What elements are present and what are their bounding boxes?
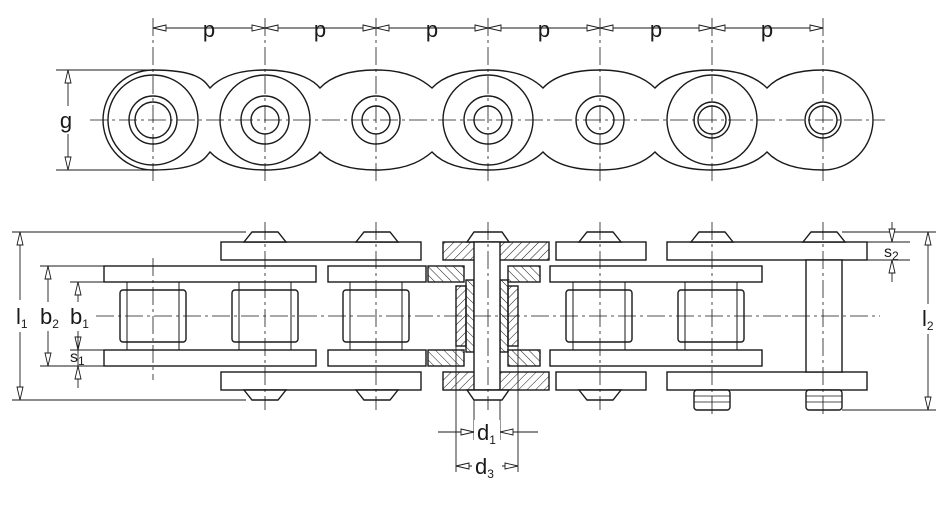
s2-label: s2 bbox=[884, 244, 899, 263]
svg-text:d1: d1 bbox=[477, 420, 496, 447]
l2-label: l2 bbox=[922, 306, 934, 333]
svg-text:b1: b1 bbox=[70, 304, 89, 331]
pitch-label-6: p bbox=[761, 17, 773, 42]
section-view bbox=[96, 222, 880, 416]
svg-text:s1: s1 bbox=[70, 349, 85, 368]
g-label: g bbox=[60, 108, 72, 133]
svg-text:s2: s2 bbox=[884, 244, 899, 263]
section-dimensions bbox=[12, 222, 936, 472]
svg-text:l2: l2 bbox=[922, 306, 934, 333]
pitch-label-5: p bbox=[650, 17, 662, 42]
d1-label: d1 bbox=[477, 420, 496, 447]
svg-text:b2: b2 bbox=[40, 304, 59, 331]
l1-label: l1 bbox=[16, 304, 28, 331]
pitch-labels: p p p p p p bbox=[203, 17, 773, 42]
pitch-label-3: p bbox=[426, 17, 438, 42]
s1-label: s1 bbox=[70, 349, 85, 368]
pitch-label-1: p bbox=[203, 17, 215, 42]
top-view bbox=[56, 18, 885, 182]
d3-label: d3 bbox=[475, 454, 494, 481]
pitch-label-2: p bbox=[314, 17, 326, 42]
svg-text:l1: l1 bbox=[16, 304, 28, 331]
b2-label: b2 bbox=[40, 304, 59, 331]
svg-text:d3: d3 bbox=[475, 454, 494, 481]
pitch-label-4: p bbox=[538, 17, 550, 42]
b1-label: b1 bbox=[70, 304, 89, 331]
